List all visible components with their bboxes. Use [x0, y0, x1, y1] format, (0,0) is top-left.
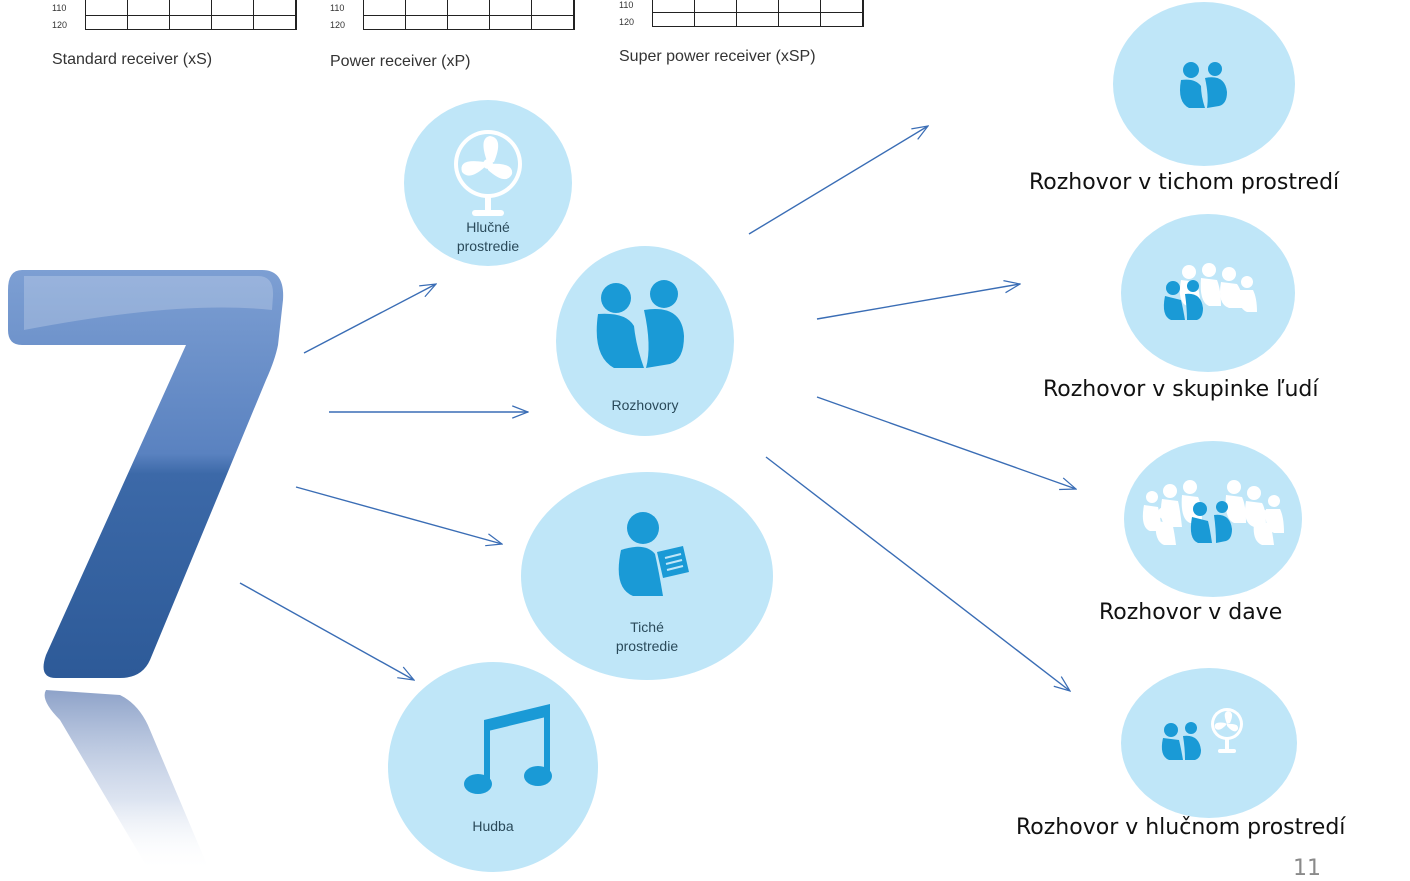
reading-person-icon: [618, 512, 689, 596]
bubble-conversation-group: [1121, 214, 1295, 372]
noisy-conversation-icon: [1161, 708, 1243, 760]
seven-shape: [8, 270, 284, 678]
label-conversation-group: Rozhovor v skupinke ľudí: [1043, 377, 1319, 402]
seven-highlight: [24, 276, 274, 330]
audiogram-caption: Standard receiver (xS): [52, 51, 213, 68]
tick-label: 120: [330, 20, 346, 30]
fan-icon: [454, 130, 522, 216]
label-conversation-crowd: Rozhovor v dave: [1099, 600, 1283, 625]
label-conversation-noisy: Rozhovor v hlučnom prostredí: [1016, 815, 1346, 840]
group-people-icon: [1163, 263, 1257, 320]
audiogram-caption: Super power receiver (xSP): [619, 48, 816, 65]
bubble-conversation-crowd: [1124, 441, 1302, 597]
bubble-label: Hlučné prostredie: [456, 219, 520, 254]
arrow-to-conv-noisy: [765, 456, 1070, 691]
big-seven-graphic: [8, 270, 284, 872]
arrow-to-noisy: [303, 284, 436, 354]
fan-icon: [1211, 708, 1243, 753]
bubble-label: Tiché prostredie: [615, 619, 679, 654]
audiogram-caption: Power receiver (xP): [330, 53, 471, 70]
bubble-conversation-noisy: [1121, 668, 1297, 818]
tick-label: 110: [52, 3, 67, 13]
page-number: 11: [1293, 856, 1321, 881]
audiogram-super-power: 110 120: [619, 0, 864, 32]
arrow-to-quiet: [295, 486, 502, 544]
bubble-noisy-environment: Hlučné prostredie: [404, 100, 572, 266]
crowd-people-icon: [1142, 480, 1284, 545]
bubble-label: Hudba: [472, 818, 514, 834]
audiogram-power: 110 120: [330, 0, 580, 32]
audiogram-grid: [363, 0, 575, 30]
arrow-to-music: [239, 582, 414, 680]
bubble-conversation-quiet: [1113, 2, 1295, 166]
two-people-icon: [1180, 62, 1227, 108]
two-people-icon: [596, 280, 684, 368]
arrow-to-conv-quiet: [748, 126, 928, 235]
bubble-music: Hudba: [388, 662, 598, 872]
tick-label: 110: [330, 3, 345, 13]
music-note-icon: [464, 704, 552, 794]
tick-label: 120: [619, 17, 635, 27]
audiogram-grid: [652, 0, 864, 27]
bubble-quiet-environment: Tiché prostredie: [521, 472, 773, 680]
label-conversation-quiet: Rozhovor v tichom prostredí: [1029, 170, 1340, 195]
audiogram-standard: 110 120: [52, 0, 297, 32]
seven-reflection: [44, 690, 210, 872]
arrow-to-conv-crowd: [816, 396, 1076, 489]
arrow-to-conv-group: [816, 284, 1020, 320]
bubble-label: Rozhovory: [611, 397, 679, 413]
bubble-conversations: Rozhovory: [556, 246, 734, 436]
tick-label: 110: [619, 0, 634, 10]
tick-label: 120: [52, 20, 68, 30]
audiogram-grid: [85, 0, 297, 30]
